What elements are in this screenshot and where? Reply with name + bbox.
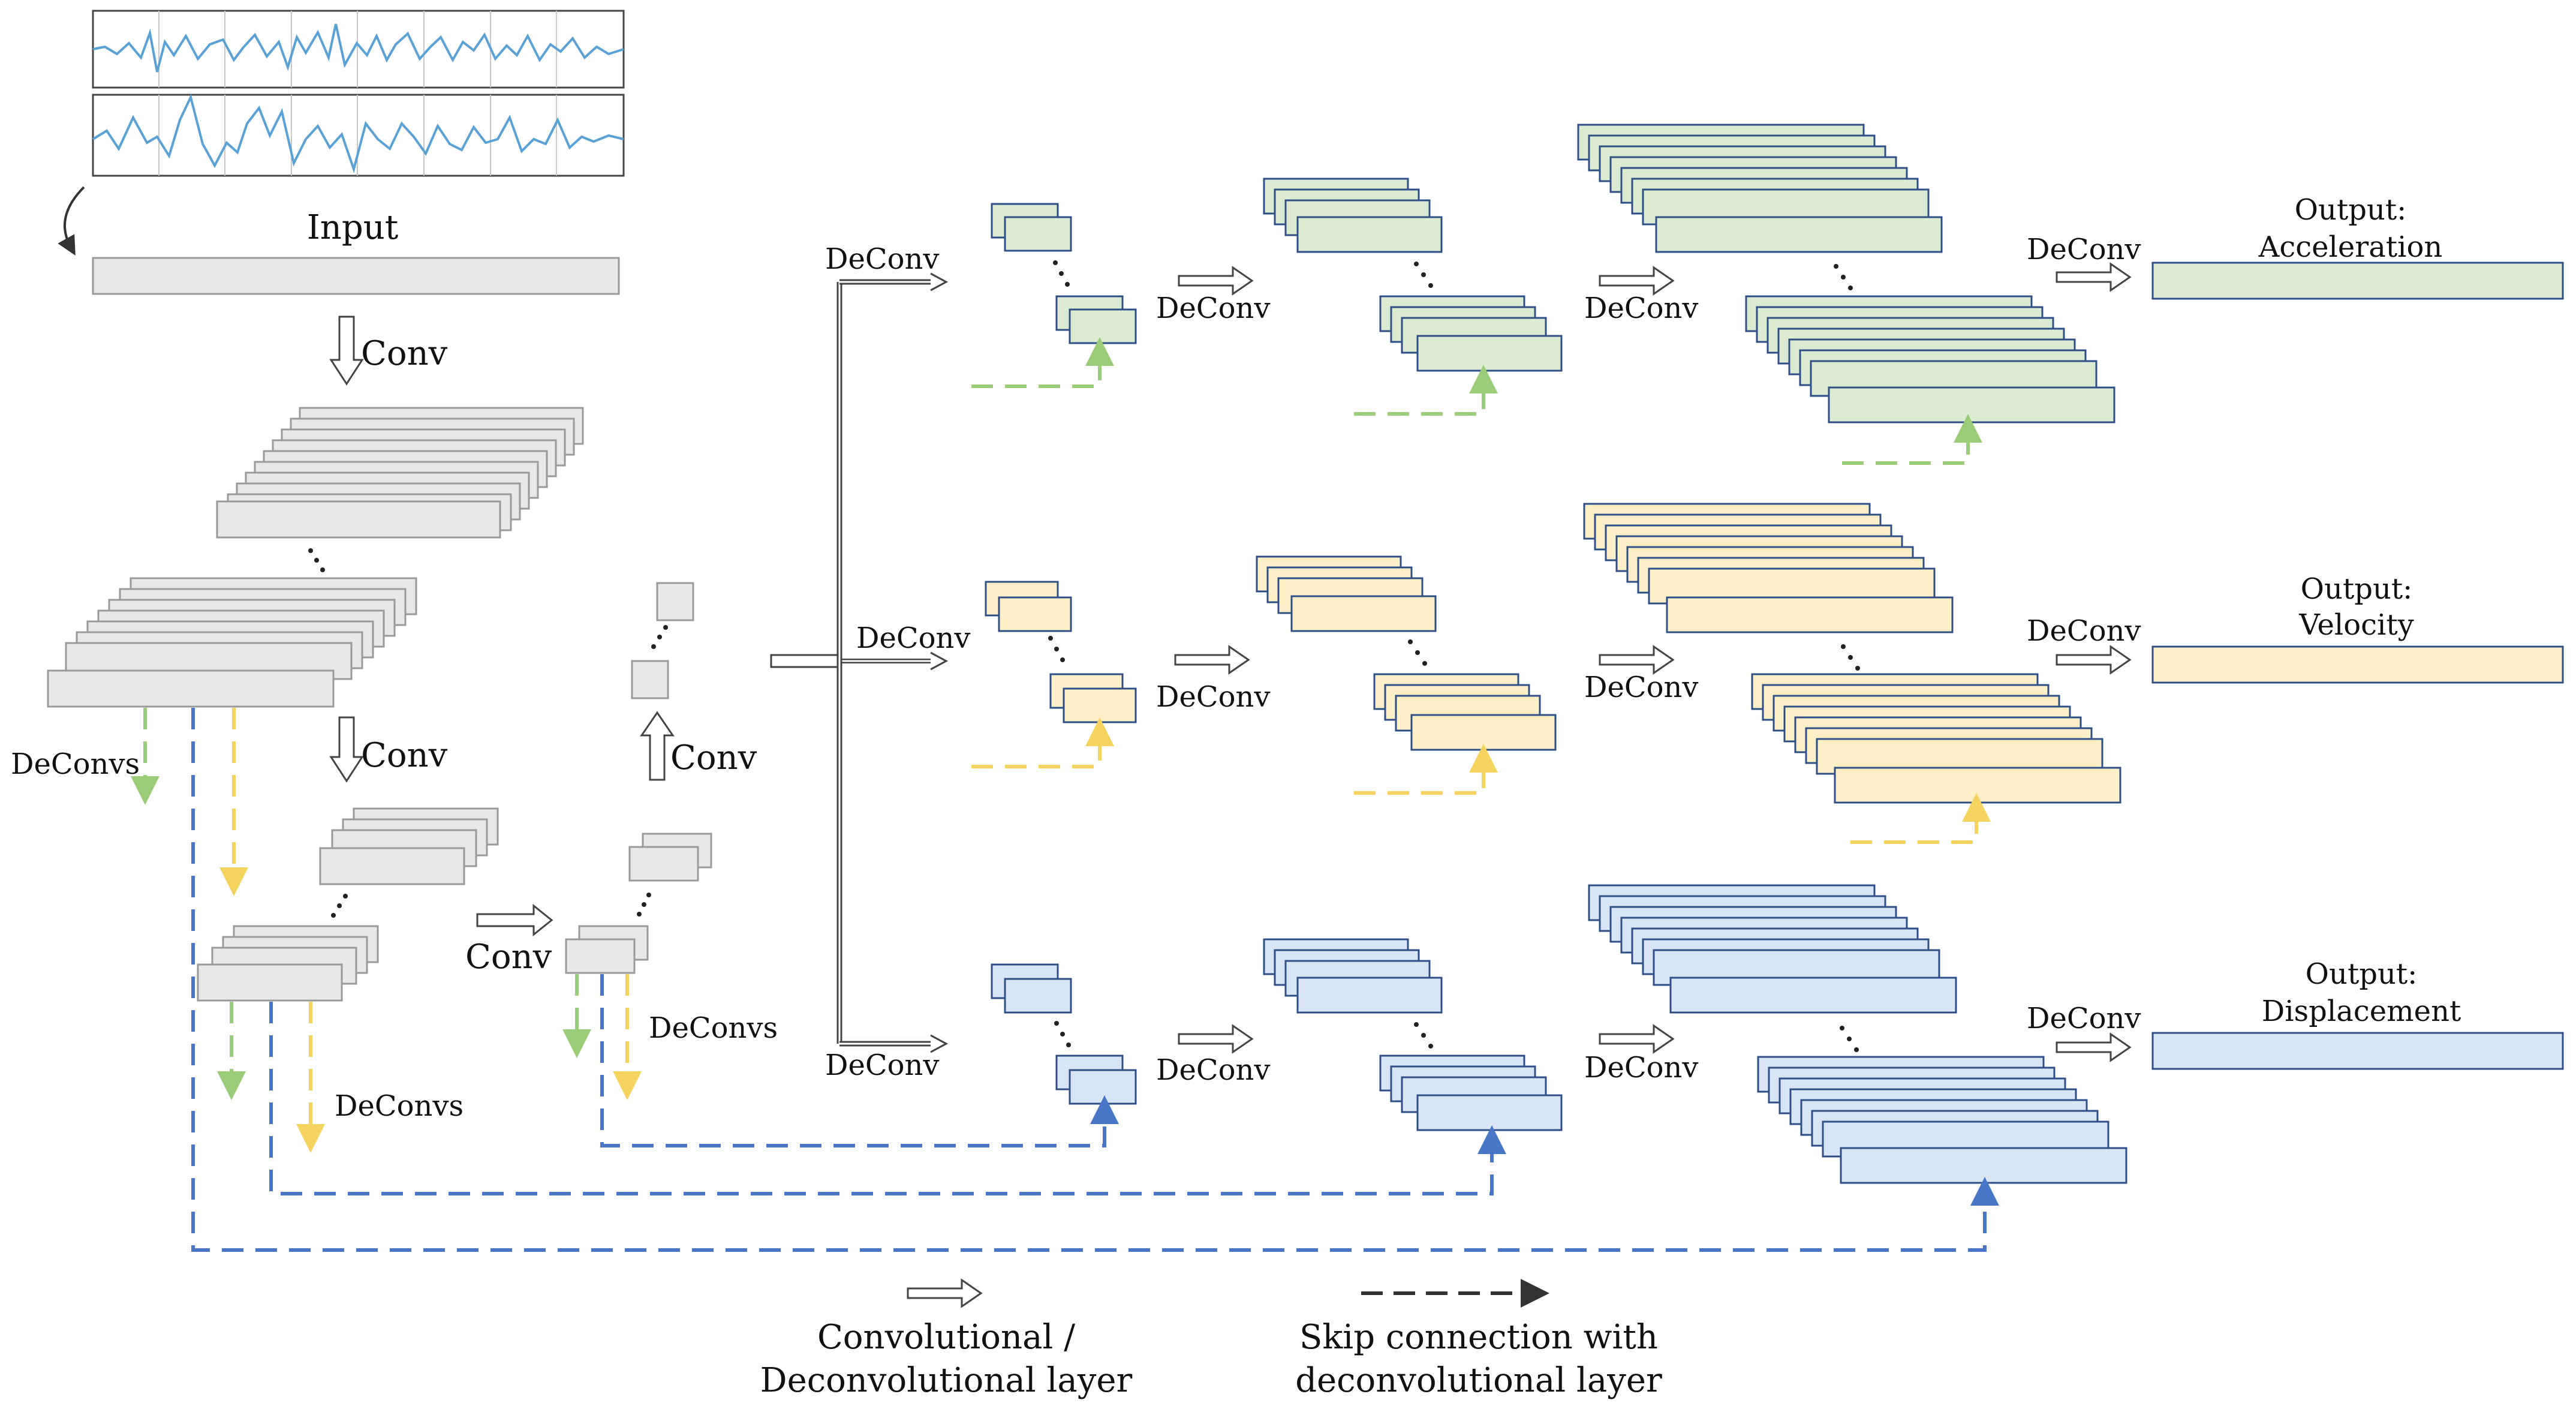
encoder-stack-1-top	[216, 407, 584, 539]
decoder-green-stack-1	[991, 203, 1137, 344]
decoder-yellow-stack-1	[985, 581, 1137, 723]
ellipsis-dots	[1840, 1026, 1859, 1052]
deconv-arrow-yellow-3	[2056, 645, 2132, 675]
legend-conv-label-line1: Convolutional /	[817, 1318, 1075, 1357]
conv-label-3: Conv	[465, 938, 552, 977]
deconv-arrow-blue-3	[2056, 1032, 2132, 1062]
skip-connections-yellow	[219, 708, 1991, 1153]
deconv-label-yellow-2: DeConv	[1584, 671, 1699, 704]
deconv-label-green-3: DeConv	[2027, 233, 2141, 266]
ellipsis-dots	[308, 548, 325, 572]
encoder-stack-2-bottom	[197, 925, 379, 1002]
decoder-yellow-stack-3	[1583, 503, 2121, 804]
deconv-arrow-blue-2	[1599, 1024, 1675, 1054]
output-acceleration-title: Output:	[2295, 193, 2407, 227]
legend-conv-label-line2: Deconvolutional layer	[760, 1361, 1133, 1400]
output-velocity-name: Velocity	[2298, 608, 2414, 642]
branch-arrow-main	[770, 272, 949, 1053]
conv-arrow-3	[476, 903, 553, 937]
deconv-arrow-green-3	[2056, 262, 2132, 292]
deconv-label-branch-1: DeConv	[825, 242, 940, 276]
decoder-blue-stack-3	[1588, 884, 2127, 1184]
decoder-green-stack-3	[1577, 124, 2115, 423]
ellipsis-dots	[1841, 644, 1860, 671]
deconv-label-blue-3: DeConv	[2027, 1002, 2141, 1035]
deconvs-label-3: DeConvs	[649, 1011, 778, 1045]
input-label: Input	[307, 208, 399, 247]
bottleneck-stack	[631, 582, 694, 699]
output-displacement-title: Output:	[2306, 957, 2418, 991]
ellipsis-dots	[1834, 264, 1853, 290]
deconvs-label-1: DeConvs	[11, 747, 140, 781]
ellipsis-dots	[1408, 639, 1427, 666]
deconv-arrow-yellow-2	[1599, 645, 1675, 675]
output-velocity-title: Output:	[2301, 572, 2413, 606]
deconv-arrow-green-2	[1599, 266, 1675, 296]
legend-skip-label-line2: deconvolutional layer	[1295, 1361, 1662, 1400]
conv-label-1: Conv	[361, 334, 448, 373]
input-signal-plot-top	[92, 10, 625, 89]
encoder-stack-1-bottom	[47, 577, 417, 708]
ellipsis-dots	[1414, 262, 1433, 288]
conv-label-4: Conv	[670, 738, 757, 777]
conv-arrow-1	[329, 316, 364, 386]
curved-arrow-icon	[58, 186, 85, 256]
output-acceleration-name: Acceleration	[2258, 230, 2443, 264]
ellipsis-dots	[637, 893, 651, 917]
encoder-stack-2-top	[319, 807, 499, 885]
output-displacement-layer	[2151, 1032, 2564, 1070]
conv-arrow-2	[329, 716, 364, 783]
legend-conv-arrow-icon	[907, 1278, 983, 1308]
ellipsis-dots	[1048, 636, 1065, 662]
output-velocity-layer	[2151, 645, 2564, 684]
conv-label-2: Conv	[361, 736, 448, 775]
deconv-label-branch-3: DeConv	[825, 1049, 940, 1082]
skip-connections-blue	[191, 708, 1999, 1252]
output-displacement-name: Displacement	[2262, 995, 2461, 1028]
decoder-yellow-stack-2	[1256, 555, 1557, 751]
ellipsis-dots	[651, 625, 668, 649]
encoder-stack-3-top	[628, 833, 712, 882]
skip-connections-green	[131, 337, 1982, 1100]
ellipsis-dots	[331, 894, 348, 918]
deconv-label-branch-2: DeConv	[856, 621, 971, 655]
ellipsis-dots	[1414, 1022, 1433, 1049]
ellipsis-dots	[1053, 260, 1070, 287]
deconv-label-blue-2: DeConv	[1584, 1051, 1699, 1084]
deconv-label-yellow-3: DeConv	[2027, 614, 2141, 648]
deconv-label-yellow-1: DeConv	[1156, 680, 1271, 714]
ellipsis-dots	[1054, 1021, 1071, 1047]
conv-arrow-4	[640, 711, 675, 781]
deconv-arrow-green-1	[1178, 266, 1254, 296]
deconv-label-blue-1: DeConv	[1156, 1053, 1271, 1087]
encoder-stack-3-bottom	[565, 925, 649, 974]
deconv-arrow-yellow-1	[1174, 645, 1250, 675]
deconv-label-green-1: DeConv	[1156, 292, 1271, 325]
decoder-blue-stack-2	[1263, 938, 1563, 1131]
input-layer	[92, 257, 620, 295]
output-acceleration-layer	[2151, 262, 2564, 300]
decoder-blue-stack-1	[991, 963, 1137, 1105]
legend-skip-label-line1: Skip connection with	[1299, 1318, 1658, 1357]
input-signal-plot-bottom	[92, 94, 625, 177]
decoder-green-stack-2	[1263, 178, 1563, 372]
deconv-label-green-2: DeConv	[1584, 292, 1699, 325]
deconv-arrow-blue-1	[1178, 1024, 1254, 1054]
deconvs-label-2: DeConvs	[335, 1089, 464, 1123]
